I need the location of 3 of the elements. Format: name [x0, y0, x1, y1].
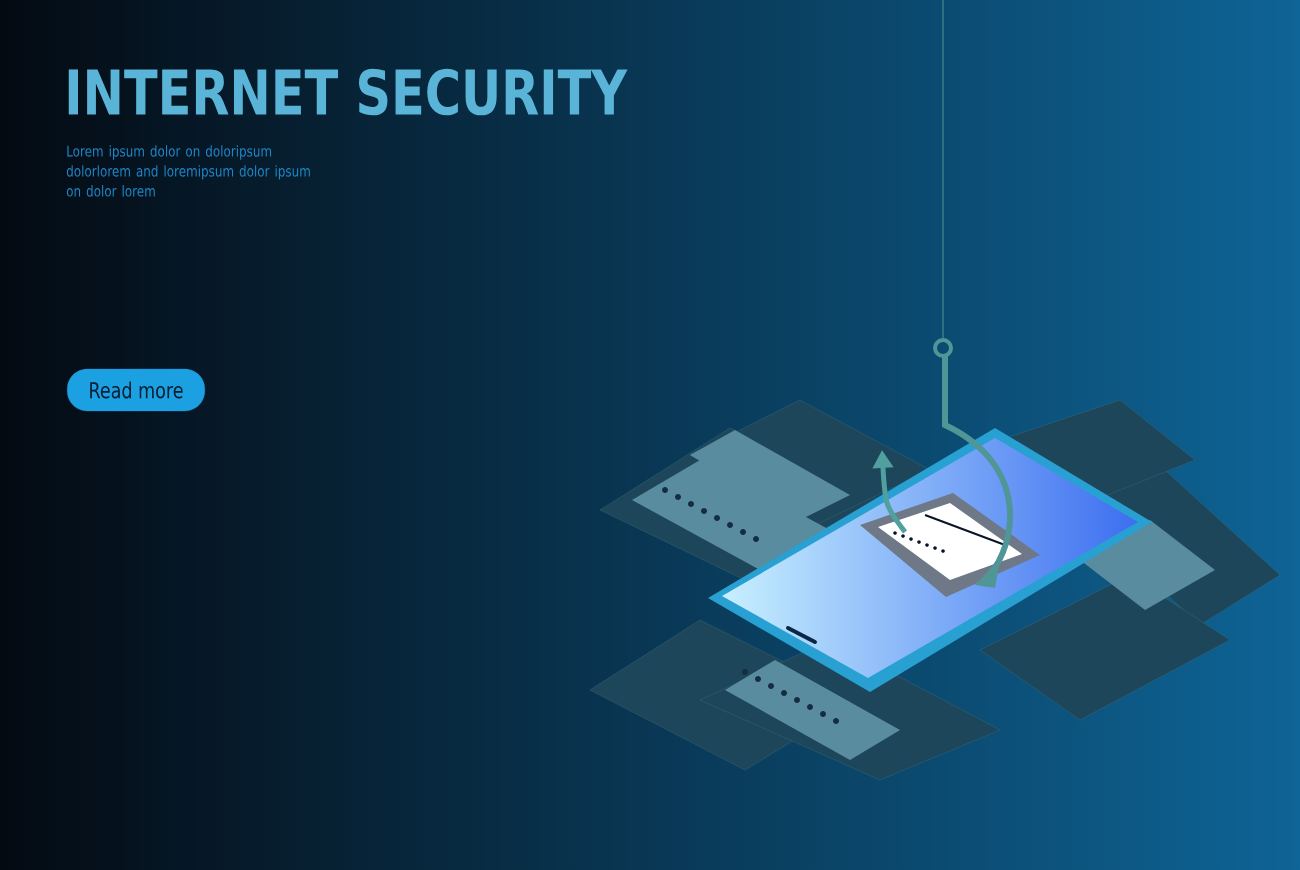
title: INTERNET SECURITY	[68, 68, 628, 116]
read-more-button: Read more	[67, 368, 205, 412]
description-text: Lorem ipsum dolor on doloripsum dolorlorem and loremipsum dolor ipsum on dolor lorem	[66, 145, 310, 197]
